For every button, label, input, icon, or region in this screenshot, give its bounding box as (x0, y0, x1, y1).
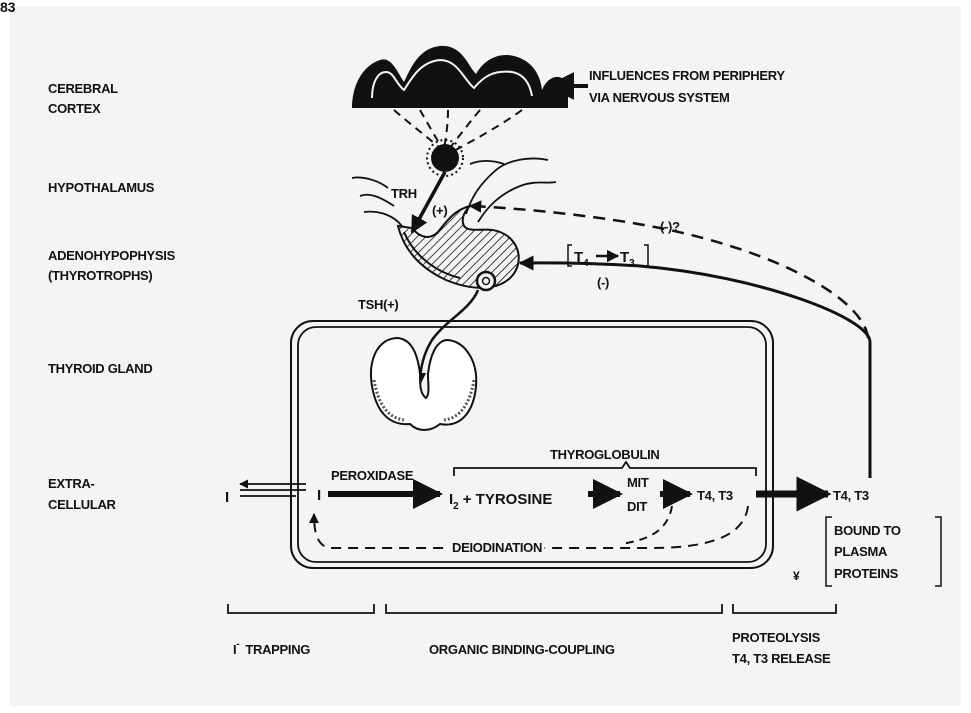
svg-text:ADENOHYPOPHYSIS: ADENOHYPOPHYSIS (48, 248, 176, 263)
bottom-brackets (228, 604, 836, 613)
thyrotroph-cell (477, 272, 495, 290)
svg-text:EXTRA-: EXTRA- (48, 476, 95, 491)
neural-fibers (394, 110, 522, 152)
svg-text:THYROGLOBULIN: THYROGLOBULIN (550, 447, 659, 462)
organic-binding-label: ORGANIC BINDING-COUPLING (429, 642, 615, 657)
thyroid-boundary-inner (298, 327, 766, 562)
thyroid-gland-shape (371, 338, 476, 430)
svg-text:(THYROTROPHS): (THYROTROPHS) (48, 268, 152, 283)
bound-plasma-proteins-label: BOUND TO PLASMA PROTEINS (826, 517, 941, 586)
page-number: 83 (0, 0, 16, 15)
trh-label: TRH (391, 186, 417, 201)
t4-t3-outer-label: T4, T3 (833, 488, 869, 503)
pituitary-feedback-arrow (520, 263, 870, 478)
tsh-label: TSH(+) (358, 297, 398, 312)
proteolysis-label: PROTEOLYSIS T4, T3 RELEASE (732, 630, 831, 666)
speck-mark: ¥ (793, 569, 800, 583)
label-adenohypophysis: ADENOHYPOPHYSIS (THYROTROPHS) (48, 248, 176, 283)
svg-text:CEREBRAL: CEREBRAL (48, 81, 118, 96)
svg-text:VIA NERVOUS SYSTEM: VIA NERVOUS SYSTEM (589, 90, 730, 105)
deiodination-label: DEIODINATION (452, 540, 542, 555)
iodide-extracellular: I (225, 489, 229, 506)
svg-text:PLASMA: PLASMA (834, 544, 888, 559)
svg-text:PROTEOLYSIS: PROTEOLYSIS (732, 630, 821, 645)
peroxidase-label: PEROXIDASE (331, 468, 414, 483)
svg-text:PROTEINS: PROTEINS (834, 566, 899, 581)
cerebral-cortex-shape (352, 46, 568, 108)
svg-text:CORTEX: CORTEX (48, 101, 101, 116)
t4-t3-inner-label: T4, T3 (697, 488, 733, 503)
hypothalamic-nucleus (427, 140, 463, 176)
svg-text:CELLULAR: CELLULAR (48, 497, 117, 512)
pituitary-gland (398, 206, 519, 290)
iodide-transport-arrows (240, 484, 306, 496)
label-thyroid-gland: THYROID GLAND (48, 361, 152, 376)
svg-text:T4: T4 (574, 249, 589, 269)
neg-label: (-) (597, 275, 609, 290)
thyroid-boundary-outer (291, 321, 773, 568)
dit-label: DIT (627, 499, 647, 514)
iodide-intracellular: I (317, 487, 321, 504)
thyroglobulin-bracket: THYROGLOBULIN (454, 447, 756, 476)
label-extracellular: EXTRA- CELLULAR (48, 476, 117, 512)
neg-question-label: (-)? (660, 219, 680, 234)
trapping-label: I-TRAPPING (233, 639, 310, 657)
label-influences: INFLUENCES FROM PERIPHERY VIA NERVOUS SY… (589, 68, 785, 105)
svg-text:INFLUENCES FROM PERIPHERY: INFLUENCES FROM PERIPHERY (589, 68, 785, 83)
svg-text:T4, T3 RELEASE: T4, T3 RELEASE (732, 651, 831, 666)
trh-axon (412, 172, 445, 232)
svg-text:BOUND TO: BOUND TO (834, 523, 901, 538)
mit-label: MIT (627, 475, 649, 490)
label-hypothalamus: HYPOTHALAMUS (48, 180, 155, 195)
i2-tyrosine-label: I2+ TYROSINE (449, 491, 552, 512)
label-cerebral-cortex: CEREBRAL CORTEX (48, 81, 118, 116)
trh-plus-label: (+) (432, 203, 447, 218)
